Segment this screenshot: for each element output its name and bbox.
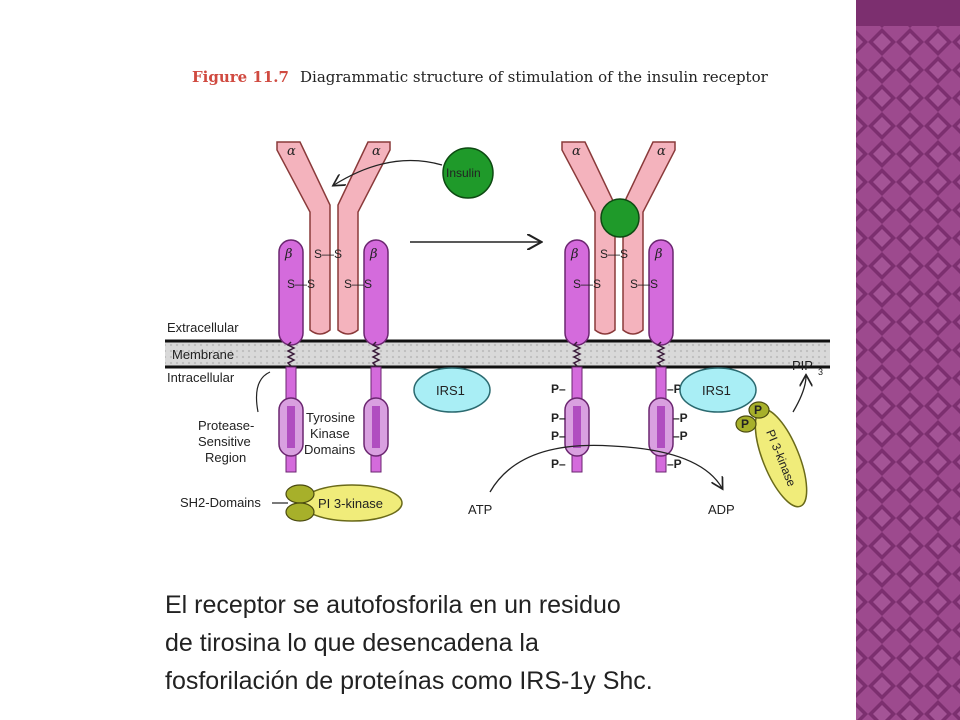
tyrosine-label-line-2: Kinase <box>310 426 350 441</box>
left-beta-label-1: β <box>284 247 293 262</box>
right-disulfide-right: S—S <box>630 277 658 291</box>
left-kinase-core-2 <box>372 406 380 448</box>
caption-line-2: de tirosina lo que desencadena la <box>165 629 539 657</box>
membrane-band <box>165 341 830 367</box>
right-alpha-chain-2 <box>622 141 676 335</box>
right-kinase-core-2 <box>657 406 665 448</box>
left-alpha-chain-2 <box>337 141 391 335</box>
adp-label: ADP <box>708 502 735 517</box>
sh2-domain-top <box>285 484 315 504</box>
irs1-right-label: IRS1 <box>702 383 731 398</box>
phosphate-l-4: P– <box>551 457 566 471</box>
left-receptor: α α β β S—S S—S S—S <box>276 141 391 473</box>
left-alpha-label-1: α <box>287 144 296 159</box>
caption-line-3: fosforilación de proteínas como IRS-1y S… <box>165 667 653 695</box>
right-receptor: α α β β S—S S—S S—S P– P– P– P– –P –P –P… <box>551 141 688 473</box>
right-beta-chain-1 <box>564 239 590 346</box>
left-alpha-chain-1 <box>276 141 331 335</box>
right-transmembrane-2 <box>656 341 666 367</box>
protease-pointer <box>255 371 271 413</box>
pip3-arrow <box>792 376 806 413</box>
phosphate-r-4: –P <box>667 457 682 471</box>
right-alpha-label-1: α <box>572 144 581 159</box>
pi3k-right-p-2: P <box>741 417 749 431</box>
left-beta-chain-2 <box>363 239 389 346</box>
left-disulfide-left: S—S <box>287 277 315 291</box>
phosphate-l-1: P– <box>551 382 566 396</box>
right-transmembrane-1 <box>572 341 582 367</box>
pi3k-right-sh2-top <box>748 401 770 419</box>
figure-number: Figure 11.7 <box>192 68 289 86</box>
irs1-left-label: IRS1 <box>436 383 465 398</box>
pi3k-left-label: PI 3-kinase <box>318 496 383 511</box>
decorative-sidebar <box>856 0 960 720</box>
left-transmembrane-1 <box>286 341 296 367</box>
left-kinase-core-1 <box>287 406 295 448</box>
bound-insulin <box>600 198 640 238</box>
pi3k-right: PI 3-kinase <box>754 408 808 508</box>
phosphate-l-3: P– <box>551 429 566 443</box>
slide-caption: El receptor se autofosforila en un resid… <box>165 586 825 700</box>
right-alpha-chain-1 <box>561 141 616 335</box>
left-disulfide-top: S—S <box>314 247 342 261</box>
right-disulfide-top: S—S <box>600 247 628 261</box>
irs1-left <box>413 367 491 413</box>
right-beta-label-2: β <box>654 247 663 262</box>
left-beta-chain-1 <box>278 239 304 346</box>
insulin-label: Insulin <box>446 166 481 180</box>
atp-adp-arrow <box>489 444 722 493</box>
left-transmembrane-2 <box>371 341 381 367</box>
sh2-label: SH2-Domains <box>180 495 261 510</box>
left-beta-label-2: β <box>369 247 378 262</box>
phosphate-r-2: –P <box>673 411 688 425</box>
insulin-binding-arrow <box>334 159 443 186</box>
tyrosine-label-line-3: Domains <box>304 442 356 457</box>
phosphate-l-2: P– <box>551 411 566 425</box>
tyrosine-label-line-1: Tyrosine <box>306 410 355 425</box>
protease-label-line-2: Sensitive <box>198 434 251 449</box>
membrane-label: Membrane <box>172 347 234 362</box>
irs1-right <box>679 367 757 413</box>
sidebar-top-strip <box>856 0 960 26</box>
intracellular-label: Intracellular <box>167 370 235 385</box>
pi3k-right-p-1: P <box>754 403 762 417</box>
left-alpha-label-2: α <box>372 144 381 159</box>
right-beta-chain-2 <box>648 239 674 346</box>
sh2-domain-bottom <box>285 502 315 522</box>
left-disulfide-right: S—S <box>344 277 372 291</box>
pi3k-right-sh2-bottom <box>735 415 757 433</box>
phosphate-r-1: –P <box>667 382 682 396</box>
atp-label: ATP <box>468 502 492 517</box>
right-alpha-label-2: α <box>657 144 666 159</box>
protease-label-line-1: Protease- <box>198 418 254 433</box>
pip3-subscript: 3 <box>818 367 823 377</box>
caption-line-1: El receptor se autofosforila en un resid… <box>165 591 621 619</box>
phosphate-r-3: –P <box>673 429 688 443</box>
figure-title: Diagrammatic structure of stimulation of… <box>300 68 769 86</box>
insulin-molecule <box>442 147 494 199</box>
right-beta-label-1: β <box>570 247 579 262</box>
right-kinase-core-1 <box>573 406 581 448</box>
protease-label-line-3: Region <box>205 450 246 465</box>
pip3-label: PIP <box>792 358 813 373</box>
extracellular-label: Extracellular <box>167 320 239 335</box>
right-disulfide-left: S—S <box>573 277 601 291</box>
